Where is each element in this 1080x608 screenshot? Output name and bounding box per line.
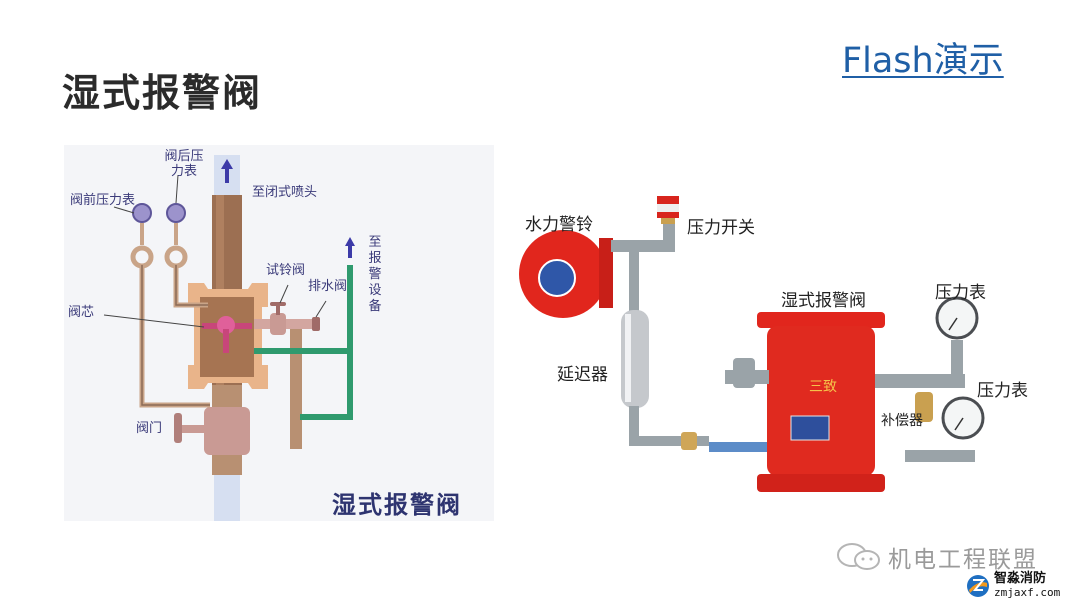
label-to-alarm-equipment: 至报警设备 <box>368 235 382 314</box>
flash-demo-link[interactable]: Flash演示 <box>842 41 1004 81</box>
pressure-switch-icon <box>657 196 679 224</box>
slide-title: 湿式报警阀 <box>62 71 263 115</box>
diagram-caption: 湿式报警阀 <box>332 490 462 519</box>
label-water-gong: 水力警铃 <box>525 215 593 235</box>
site-url: zmjaxf.com <box>994 586 1061 599</box>
wechat-account-name: 机电工程联盟 <box>888 547 1038 573</box>
photo-illustration <box>519 196 985 492</box>
label-gate-valve: 阀门 <box>136 421 163 436</box>
zmjaxf-logo-icon <box>967 575 989 597</box>
retard-chamber-icon <box>621 310 709 450</box>
alarm-valve-body-icon <box>757 312 885 492</box>
pressure-gauge-lower-icon <box>941 396 985 440</box>
label-pressure-gauge-lower: 压力表 <box>977 381 1028 401</box>
label-compensator: 补偿器 <box>881 413 923 429</box>
site-name: 智淼消防 <box>994 571 1047 586</box>
label-pressure-gauge-upper: 压力表 <box>935 283 986 303</box>
back-gauge-icon <box>166 203 186 223</box>
wechat-watermark: 机电工程联盟 <box>836 540 1038 574</box>
label-front-gauge: 阀前压力表 <box>70 193 136 208</box>
label-alarm-valve: 湿式报警阀 <box>781 291 866 311</box>
wechat-icon <box>837 543 880 570</box>
diagram-illustration <box>103 155 355 521</box>
wet-alarm-valve-photo: 水力警铃 压力开关 湿式报警阀 压力表 压力表 延迟器 补偿器 三致 <box>505 180 1028 520</box>
wet-alarm-valve-diagram: 阀前压力表 阀后压力表 至闭式喷头 至报警设备 试铃阀 排水阀 阀芯 阀门 湿式… <box>64 145 494 521</box>
label-retard-chamber: 延迟器 <box>557 365 608 385</box>
compensator-icon <box>915 392 933 422</box>
water-spray-top <box>214 155 240 195</box>
label-back-gauge: 阀后压力表 <box>164 149 204 179</box>
label-valve-core: 阀芯 <box>68 305 95 320</box>
valve-body-mark: 三致 <box>809 379 837 395</box>
label-test-bell-valve: 试铃阀 <box>266 263 306 278</box>
label-drain-valve: 排水阀 <box>308 279 348 294</box>
label-pressure-switch: 压力开关 <box>687 218 755 238</box>
label-to-sprinkler: 至闭式喷头 <box>252 185 318 200</box>
pressure-gauge-upper-icon <box>935 296 979 340</box>
front-gauge-icon <box>132 203 152 223</box>
site-watermark: 智淼消防 zmjaxf.com <box>966 572 1060 600</box>
water-gong-icon <box>519 230 613 318</box>
